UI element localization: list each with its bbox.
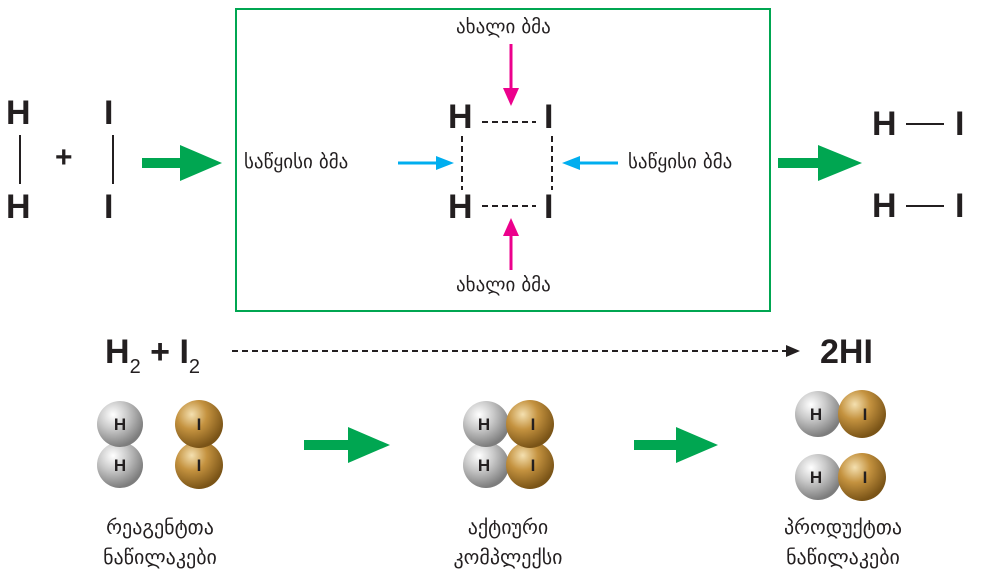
iodine-atom: [506, 441, 554, 489]
equation-dashed-arrow: [232, 345, 800, 357]
caption-products-line1: პროდუქტთა: [783, 515, 903, 539]
atom-label: I: [863, 468, 868, 487]
new-bond-label-top: ახალი ბმა: [456, 16, 551, 38]
cyan-arrow-left: [562, 156, 618, 170]
initial-bond-label-left: საწყისი ბმა: [244, 151, 349, 173]
reactant-h-top: H: [6, 94, 31, 132]
new-bond-label-bottom: ახალი ბმა: [456, 274, 551, 296]
magenta-arrow-up: [503, 218, 519, 270]
product-i-top: I: [955, 105, 965, 143]
atom-label: H: [114, 456, 126, 475]
caption-reagents-line1: რეაგენტთა: [106, 515, 214, 539]
atom-label: I: [863, 405, 868, 424]
caption-activated-complex: აქტიური კომპლექსი: [408, 512, 608, 572]
atom-label: I: [531, 415, 536, 434]
green-arrow-2: [778, 145, 862, 181]
green-arrow-4: [634, 427, 718, 463]
equation-h-subscript: 2: [129, 356, 141, 378]
caption-complex-line2: კომპლექსი: [453, 545, 563, 569]
hydrogen-atom: [97, 442, 143, 488]
caption-reagents: რეაგენტთა ნაწილაკები: [60, 512, 260, 572]
caption-complex-line1: აქტიური: [467, 515, 549, 539]
green-arrow-3: [304, 427, 390, 463]
iodine-atom: [175, 441, 223, 489]
reagent-i2-molecule: [175, 400, 223, 489]
product-hi-molecules: [795, 390, 886, 501]
atom-label: I: [197, 456, 202, 475]
atom-label: H: [810, 468, 822, 487]
reactant-plus: +: [55, 141, 73, 174]
equation-i: I: [179, 333, 189, 371]
caption-products: პროდუქტთა ნაწილაკები: [738, 512, 948, 572]
equation-reactants: H2 + I2: [105, 335, 200, 377]
product-h-bottom: H: [872, 187, 897, 225]
atom-label: H: [478, 415, 490, 434]
equation-product: 2HI: [820, 333, 873, 371]
atom-label: H: [114, 415, 126, 434]
cyan-arrow-right: [398, 156, 454, 170]
transition-state-box: [235, 8, 771, 312]
iodine-atom: [838, 453, 886, 501]
iodine-atom: [175, 400, 223, 448]
reagent-h2-molecule: [97, 401, 143, 488]
equation-i-subscript: 2: [188, 356, 201, 378]
hydrogen-atom: [463, 401, 509, 447]
iodine-atom: [506, 400, 554, 448]
reactant-i-bottom: I: [104, 188, 114, 226]
complex-i-bottom: I: [544, 188, 554, 226]
equation-plus: +: [150, 333, 170, 371]
product-i-bottom: I: [955, 187, 965, 225]
hydrogen-atom: [795, 391, 841, 437]
hydrogen-atom: [463, 442, 509, 488]
iodine-atom: [838, 390, 886, 438]
caption-products-line2: ნაწილაკები: [786, 545, 900, 569]
activated-complex-molecules: [463, 400, 554, 489]
hydrogen-atom: [795, 454, 841, 500]
product-h-top: H: [872, 105, 897, 143]
hydrogen-atom: [97, 401, 143, 447]
magenta-arrow-down: [503, 44, 519, 106]
complex-h-bottom: H: [448, 188, 473, 226]
reactant-h-bottom: H: [6, 188, 31, 226]
reactant-i-top: I: [104, 94, 114, 132]
atom-label: H: [810, 405, 822, 424]
atom-label: I: [197, 415, 202, 434]
atom-label: H: [478, 456, 490, 475]
equation-h: H: [105, 333, 130, 371]
atom-label: I: [531, 456, 536, 475]
initial-bond-label-right: საწყისი ბმა: [628, 151, 733, 173]
green-arrow-1: [142, 145, 222, 181]
complex-i-top: I: [544, 98, 554, 136]
complex-h-top: H: [448, 98, 473, 136]
caption-reagents-line2: ნაწილაკები: [103, 545, 217, 569]
